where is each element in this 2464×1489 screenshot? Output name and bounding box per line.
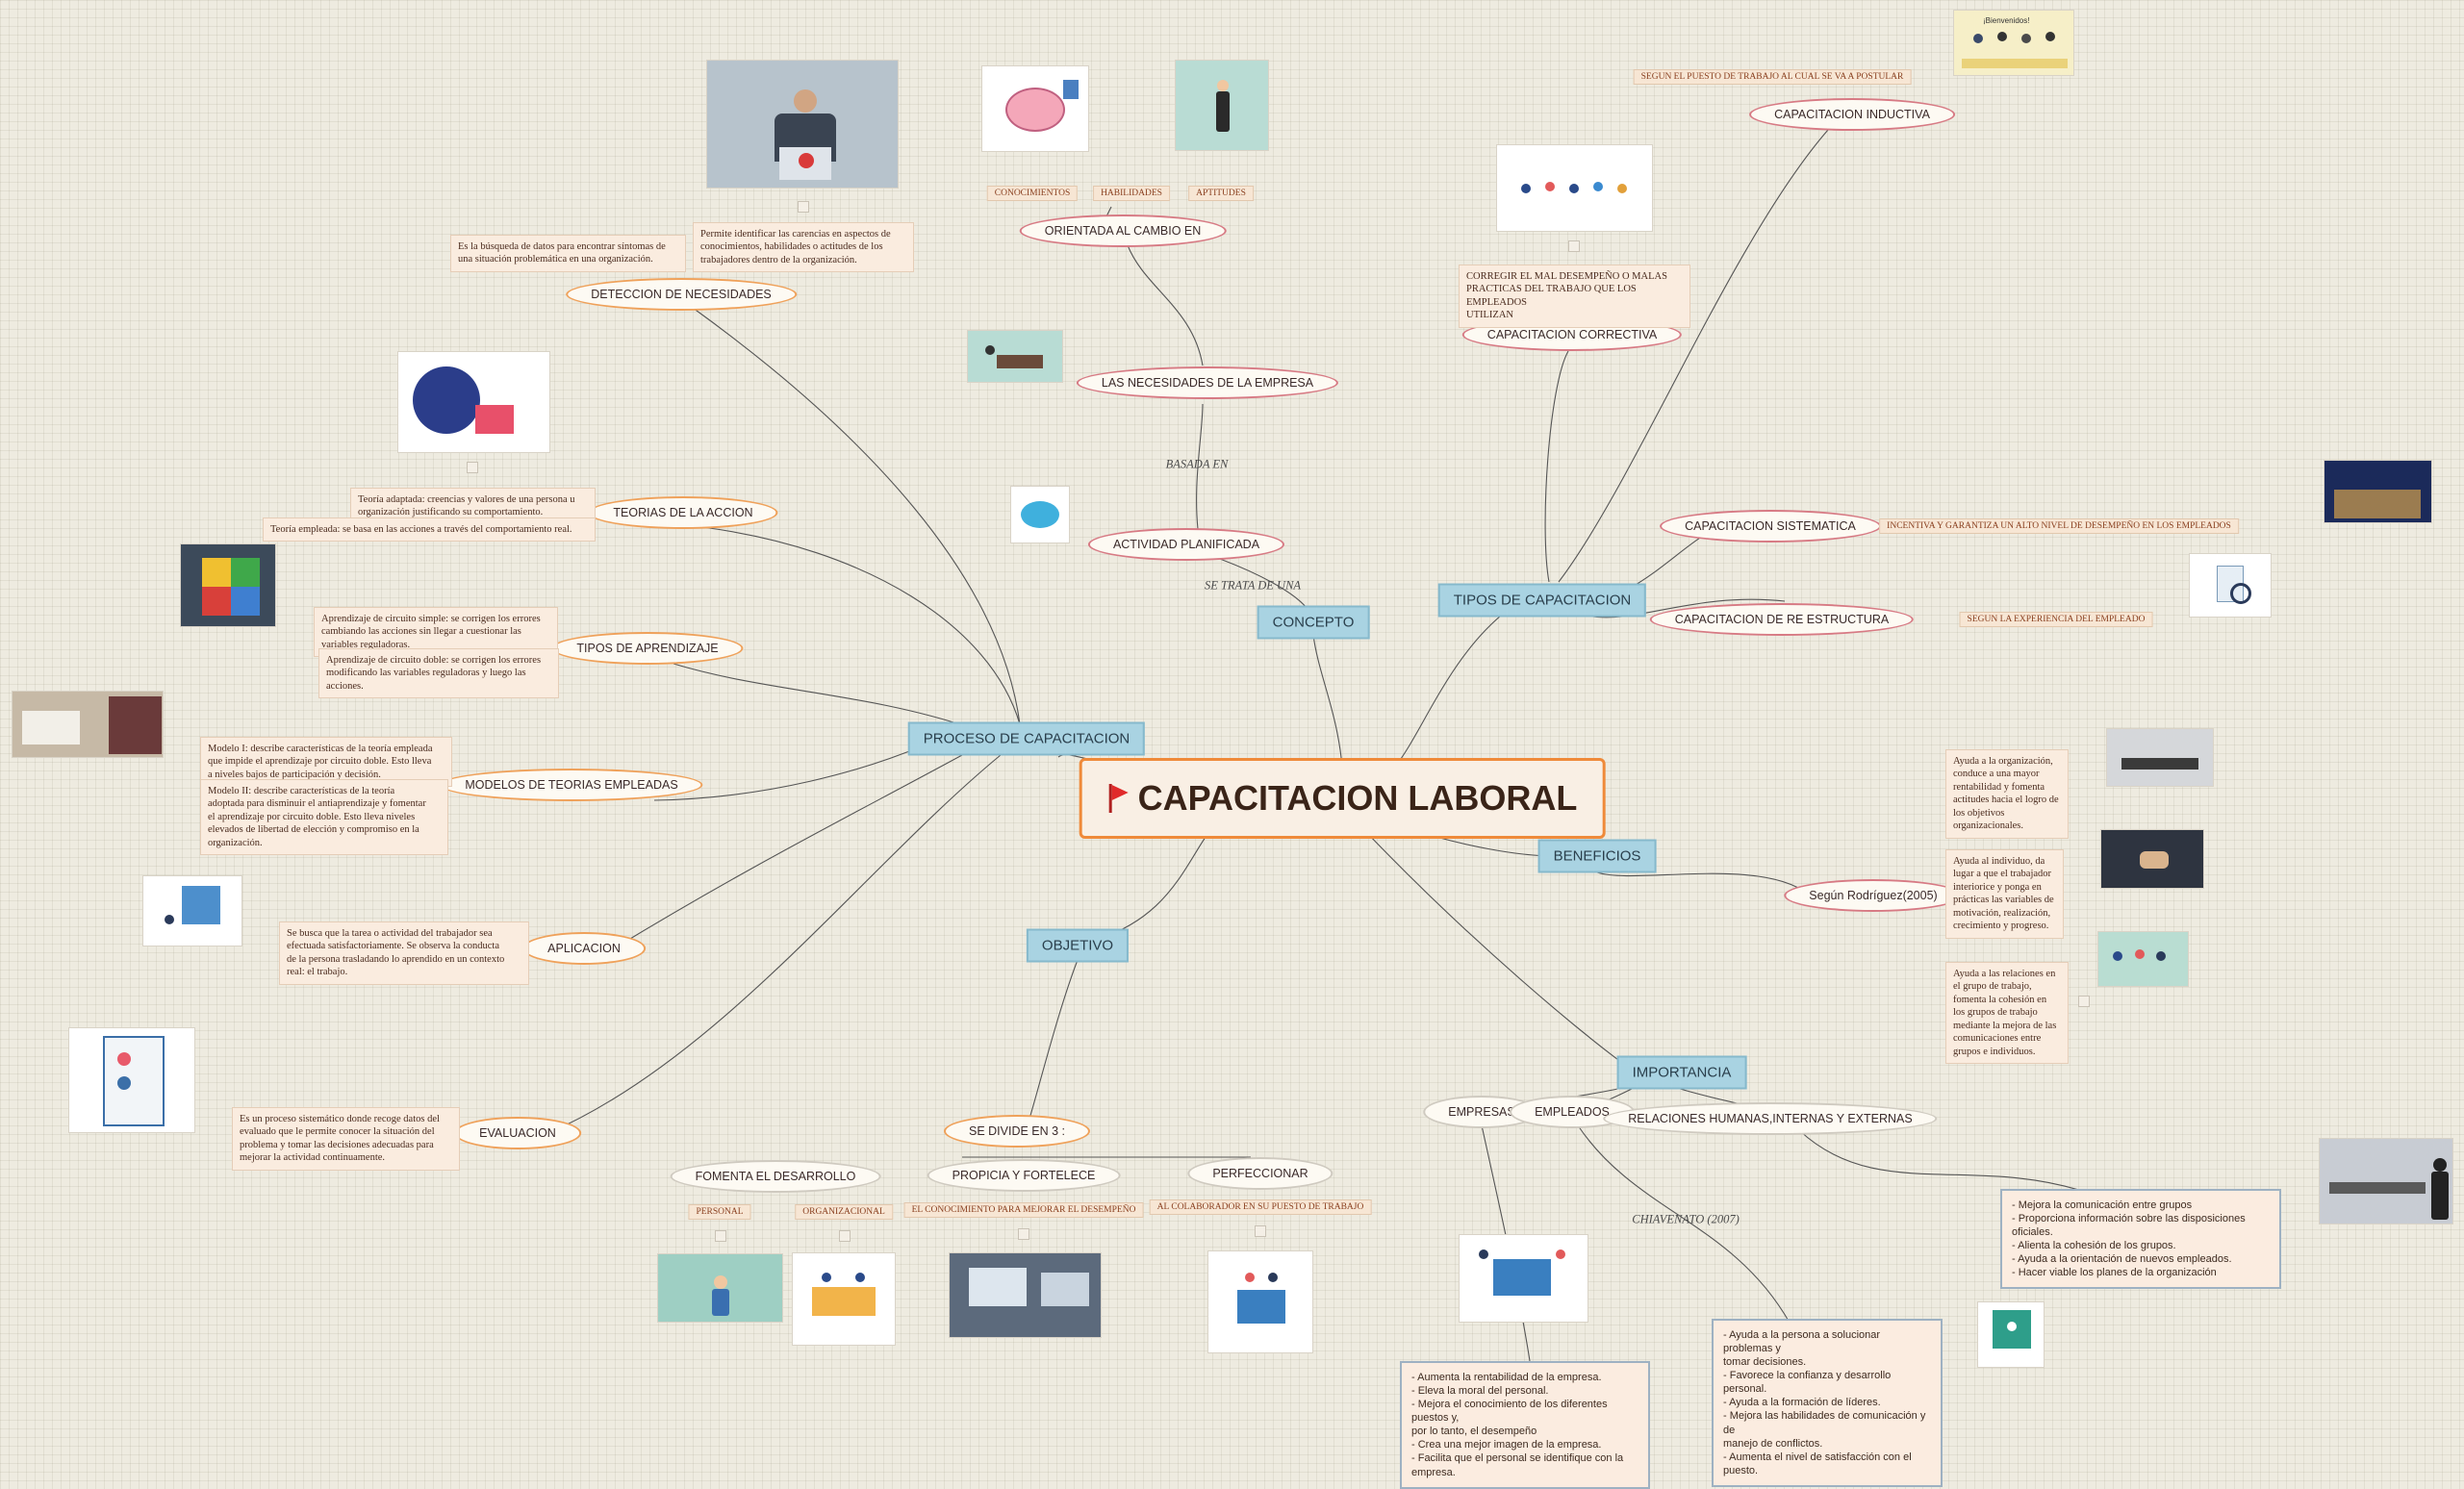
- central-topic-label: CAPACITACION LABORAL: [1137, 778, 1578, 818]
- node-teorias[interactable]: TEORIAS DE LA ACCION: [588, 496, 778, 529]
- node-empleados[interactable]: EMPLEADOS: [1510, 1096, 1635, 1128]
- topic-beneficios[interactable]: BENEFICIOS: [1537, 839, 1657, 873]
- tag-aptitudes: APTITUDES: [1188, 186, 1254, 201]
- node-relaciones[interactable]: RELACIONES HUMANAS,INTERNAS Y EXTERNAS: [1603, 1102, 1938, 1135]
- node-propicia[interactable]: PROPICIA Y FORTELECE: [927, 1159, 1121, 1192]
- box-empleados: - Ayuda a la persona a solucionar proble…: [1712, 1319, 1943, 1487]
- node-modelos[interactable]: MODELOS DE TEORIAS EMPLEADAS: [440, 769, 703, 801]
- office-meeting-image: [2319, 1138, 2453, 1224]
- note-aprendizaje-2: Aprendizaje de circuito doble: se corrig…: [318, 648, 559, 699]
- note-deteccion-1: Es la búsqueda de datos para encontrar s…: [450, 235, 686, 272]
- planning-image: [1010, 486, 1070, 543]
- topic-proceso[interactable]: PROCESO DE CAPACITACION: [907, 721, 1146, 756]
- node-aplicacion[interactable]: APLICACION: [522, 932, 646, 965]
- clock-team-image: [397, 351, 550, 453]
- connector-icon: [467, 462, 478, 473]
- connector-icon: [798, 201, 809, 213]
- welcome-badge: ¡Bienvenidos!: [1983, 16, 2030, 25]
- note-reestructura: SEGUN LA EXPERIENCIA DEL EMPLEADO: [1959, 612, 2153, 627]
- note-sistematica: INCENTIVA Y GARANTIZA UN ALTO NIVEL DE D…: [1879, 518, 2239, 534]
- tag-personal: PERSONAL: [688, 1204, 751, 1220]
- label-se-trata: SE TRATA DE UNA: [1204, 578, 1302, 593]
- tag-habilidades: HABILIDADES: [1093, 186, 1170, 201]
- brain-image: [981, 65, 1089, 152]
- node-perfeccionar[interactable]: PERFECCIONAR: [1187, 1157, 1334, 1190]
- node-evaluacion[interactable]: EVALUACION: [454, 1117, 581, 1149]
- connector-icon: [839, 1230, 851, 1242]
- flag-icon: [1107, 784, 1129, 813]
- topic-concepto[interactable]: CONCEPTO: [1257, 605, 1370, 640]
- strong-man-image: [657, 1253, 783, 1323]
- node-reestructura[interactable]: CAPACITACION DE RE ESTRUCTURA: [1649, 603, 1915, 636]
- label-basada: BASADA EN: [1165, 457, 1229, 471]
- puzzle-team-image: [1207, 1250, 1313, 1353]
- note-modelos-2: Modelo II: describe características de l…: [200, 779, 448, 856]
- node-divide[interactable]: SE DIVIDE EN 3 :: [943, 1115, 1091, 1148]
- tag-perfeccionar: AL COLABORADOR EN SU PUESTO DE TRABAJO: [1149, 1199, 1372, 1215]
- node-sistematica[interactable]: CAPACITACION SISTEMATICA: [1660, 510, 1881, 543]
- team-desk-image: [792, 1252, 896, 1346]
- connector-icon: [2078, 996, 2090, 1007]
- tag-organizacional: ORGANIZACIONAL: [795, 1204, 893, 1220]
- thinking-man-image: [706, 60, 899, 189]
- node-orientada[interactable]: ORIENTADA AL CAMBIO EN: [1019, 215, 1227, 247]
- node-necesidades[interactable]: LAS NECESIDADES DE LA EMPRESA: [1076, 366, 1339, 399]
- connector-icon: [715, 1230, 726, 1242]
- classroom-image: [949, 1252, 1102, 1338]
- thumbs-up-image: [1496, 144, 1653, 232]
- connector-icon: [1568, 240, 1580, 252]
- checklist-image: [68, 1027, 195, 1133]
- node-segun[interactable]: Según Rodríguez(2005): [1784, 879, 1963, 912]
- note-beneficio-1: Ayuda a la organización, conduce a una m…: [1945, 749, 2069, 839]
- node-inductiva[interactable]: CAPACITACION INDUCTIVA: [1749, 98, 1955, 131]
- central-topic[interactable]: CAPACITACION LABORAL: [1079, 758, 1606, 839]
- connector-icon: [1255, 1225, 1266, 1237]
- note-modelos-1: Modelo I: describe características de la…: [200, 737, 452, 788]
- presentation-image: [142, 875, 242, 946]
- handshake-image: [2100, 829, 2204, 889]
- topic-objetivo[interactable]: OBJETIVO: [1026, 928, 1130, 963]
- note-evaluacion: Es un proceso sistemático donde recoge d…: [232, 1107, 460, 1171]
- note-deteccion-2: Permite identificar las carencias en asp…: [693, 222, 914, 273]
- puzzle-image: [180, 543, 276, 627]
- note-beneficio-2: Ayuda al individuo, da lugar a que el tr…: [1945, 849, 2064, 939]
- conference-image: [2106, 728, 2214, 787]
- node-fomenta[interactable]: FOMENTA EL DESARROLLO: [670, 1160, 881, 1193]
- celebrating-team-image: [2097, 931, 2189, 987]
- raised-hands-image: [2324, 460, 2432, 523]
- laptop-team-image: [1459, 1234, 1588, 1323]
- leader-image: [1977, 1301, 2045, 1368]
- topic-tipos[interactable]: TIPOS DE CAPACITACION: [1437, 583, 1647, 618]
- tag-propicia: EL CONOCIMIENTO PARA MEJORAR EL DESEMPEÑ…: [903, 1202, 1144, 1218]
- businessman-image: [1175, 60, 1269, 151]
- box-relaciones: - Mejora la comunicación entre grupos - …: [2000, 1189, 2281, 1290]
- box-empresas: - Aumenta la rentabilidad de la empresa.…: [1400, 1361, 1650, 1489]
- note-aplicacion: Se busca que la tarea o actividad del tr…: [279, 921, 529, 985]
- search-profile-image: [2189, 553, 2272, 618]
- note-beneficio-3: Ayuda a las relaciones en el grupo de tr…: [1945, 962, 2069, 1065]
- connector-icon: [1018, 1228, 1029, 1240]
- meeting-hands-image: [12, 691, 164, 758]
- note-inductiva: SEGUN EL PUESTO DE TRABAJO AL CUAL SE VA…: [1633, 69, 1912, 85]
- node-aprendizaje[interactable]: TIPOS DE APRENDIZAJE: [551, 632, 744, 665]
- tag-conocimientos: CONOCIMIENTOS: [986, 186, 1079, 201]
- label-chiavenato: CHIAVENATO (2007): [1632, 1212, 1740, 1226]
- note-teorias-2: Teoría empleada: se basa en las acciones…: [263, 517, 596, 543]
- welcome-team-image: ¡Bienvenidos!: [1953, 10, 2074, 76]
- node-actividad[interactable]: ACTIVIDAD PLANIFICADA: [1087, 528, 1285, 561]
- node-deteccion[interactable]: DETECCION DE NECESIDADES: [566, 278, 797, 311]
- topic-importancia[interactable]: IMPORTANCIA: [1616, 1055, 1747, 1090]
- office-image: [967, 330, 1063, 383]
- note-correctiva: CORREGIR EL MAL DESEMPEÑO O MALAS PRACTI…: [1459, 265, 1690, 328]
